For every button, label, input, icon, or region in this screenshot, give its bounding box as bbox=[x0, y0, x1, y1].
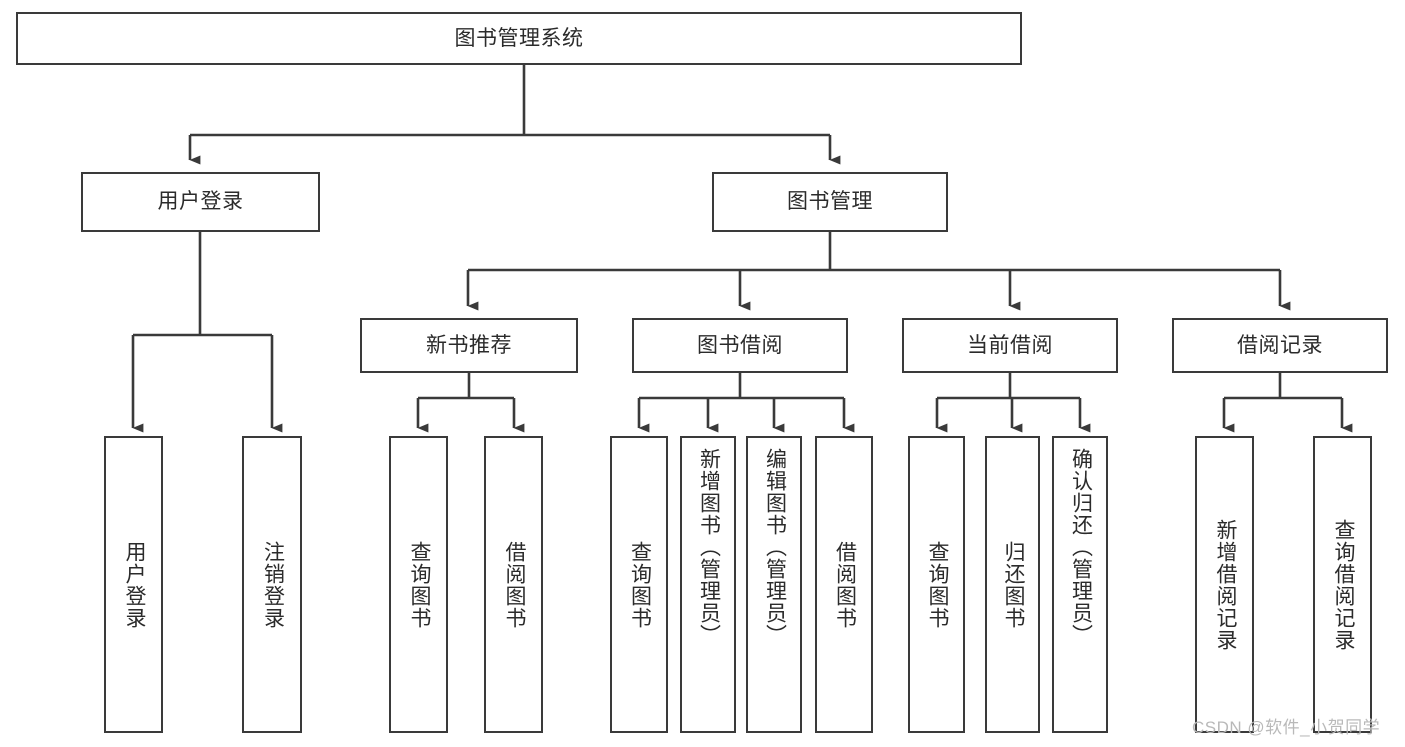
edge-group-borrow-record bbox=[1222, 373, 1353, 433]
leaf-add-record[interactable]: 新增借阅记录 bbox=[1195, 436, 1254, 733]
edge-group-current-borrow bbox=[935, 373, 1091, 433]
edge-group-root bbox=[188, 65, 841, 165]
watermark-text: CSDN @软件_小贺同学 bbox=[1192, 718, 1381, 737]
leaf-query-record-label: 查询借阅记录 bbox=[1331, 518, 1355, 651]
node-current-borrow[interactable]: 当前借阅 bbox=[902, 318, 1118, 373]
leaf-query-book-1[interactable]: 查询图书 bbox=[389, 436, 448, 733]
node-current-borrow-label: 当前借阅 bbox=[967, 333, 1053, 357]
leaf-borrow-book-2-label: 借阅图书 bbox=[833, 540, 857, 629]
node-book-management[interactable]: 图书管理 bbox=[712, 172, 948, 232]
node-new-book-recommend-label: 新书推荐 bbox=[426, 333, 512, 357]
node-book-borrow[interactable]: 图书借阅 bbox=[632, 318, 848, 373]
leaf-add-book[interactable]: 新增图书（管理员） bbox=[680, 436, 736, 733]
node-root[interactable]: 图书管理系统 bbox=[16, 12, 1022, 65]
leaf-return-book-label: 归还图书 bbox=[1001, 540, 1025, 629]
leaf-confirm-return-label: 确认归还（管理员） bbox=[1069, 448, 1093, 646]
leaf-borrow-book-1-label: 借阅图书 bbox=[502, 540, 526, 629]
leaf-user-login-label: 用户登录 bbox=[122, 540, 146, 629]
leaf-query-book-1-label: 查询图书 bbox=[407, 540, 431, 629]
node-book-borrow-label: 图书借阅 bbox=[697, 333, 783, 357]
edge-group-new-book-recommend bbox=[416, 373, 525, 433]
leaf-logout-login[interactable]: 注销登录 bbox=[242, 436, 302, 733]
leaf-query-record[interactable]: 查询借阅记录 bbox=[1313, 436, 1372, 733]
leaf-query-book-2[interactable]: 查询图书 bbox=[610, 436, 668, 733]
leaf-add-book-label: 新增图书（管理员） bbox=[697, 448, 721, 646]
leaf-return-book[interactable]: 归还图书 bbox=[985, 436, 1040, 733]
node-borrow-record-label: 借阅记录 bbox=[1237, 333, 1323, 357]
node-user-login-label: 用户登录 bbox=[157, 190, 244, 214]
node-user-login[interactable]: 用户登录 bbox=[81, 172, 320, 232]
leaf-borrow-book-1[interactable]: 借阅图书 bbox=[484, 436, 543, 733]
node-borrow-record[interactable]: 借阅记录 bbox=[1172, 318, 1388, 373]
edge-group-book-management bbox=[466, 232, 1291, 311]
leaf-query-book-3-label: 查询图书 bbox=[925, 540, 949, 629]
node-book-management-label: 图书管理 bbox=[787, 190, 873, 214]
leaf-query-book-3[interactable]: 查询图书 bbox=[908, 436, 965, 733]
leaf-query-book-2-label: 查询图书 bbox=[628, 540, 652, 629]
leaf-user-login[interactable]: 用户登录 bbox=[104, 436, 163, 733]
leaf-logout-login-label: 注销登录 bbox=[261, 540, 285, 629]
node-new-book-recommend[interactable]: 新书推荐 bbox=[360, 318, 578, 373]
node-root-label: 图书管理系统 bbox=[454, 26, 584, 50]
leaf-add-record-label: 新增借阅记录 bbox=[1213, 518, 1237, 651]
leaf-edit-book-label: 编辑图书（管理员） bbox=[763, 448, 787, 646]
leaf-borrow-book-2[interactable]: 借阅图书 bbox=[815, 436, 873, 733]
leaf-confirm-return[interactable]: 确认归还（管理员） bbox=[1052, 436, 1108, 733]
leaf-edit-book[interactable]: 编辑图书（管理员） bbox=[746, 436, 802, 733]
edge-group-book-borrow bbox=[637, 373, 855, 433]
edge-group-user-login bbox=[131, 232, 283, 433]
